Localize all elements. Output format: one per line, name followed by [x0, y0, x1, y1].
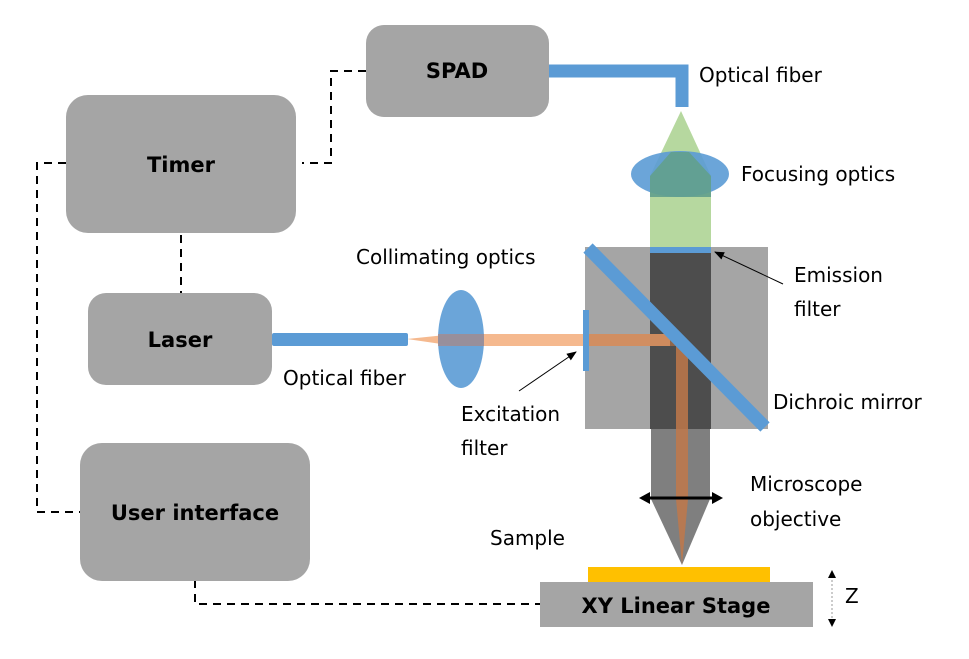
emission-filter-pointer [714, 251, 784, 285]
emission-filter-label-2: filter [794, 297, 841, 321]
spad-optical-fiber [549, 64, 689, 107]
laser-optical-fiber [272, 333, 408, 346]
objective-label-1: Microscope [750, 472, 862, 496]
z-arrow-down [828, 619, 836, 627]
sample-label: Sample [490, 526, 565, 550]
objective-label-2: objective [750, 507, 841, 531]
stage-label: XY Linear Stage [582, 594, 771, 618]
excitation-filter-label-2: filter [461, 436, 508, 460]
spad-block [366, 25, 549, 117]
user-interface-label: User interface [111, 501, 279, 525]
spad-label: SPAD [426, 59, 488, 83]
timer-ui-connection [36, 162, 80, 513]
optical-fiber-top-label: Optical fiber [699, 63, 823, 87]
excitation-filter-label-1: Excitation [461, 402, 560, 426]
lens-beam-overlap [650, 152, 711, 197]
excitation-filter [583, 310, 589, 371]
emission-filter [650, 247, 711, 253]
laser-block [88, 293, 272, 385]
objective-arrow-left [639, 492, 650, 504]
focusing-optics-label: Focusing optics [741, 162, 895, 186]
excitation-beam-down [676, 340, 688, 500]
sample [588, 567, 770, 582]
emission-filter-label-1: Emission [794, 263, 883, 287]
timer-block [66, 95, 296, 233]
laser-label: Laser [148, 328, 213, 352]
dichroic-mirror-label: Dichroic mirror [773, 390, 922, 414]
ui-stage-connection [194, 580, 540, 605]
xy-linear-stage [540, 582, 813, 627]
spad-timer-connection [302, 70, 366, 164]
excitation-beam-focus [676, 499, 688, 565]
timer-label: Timer [147, 153, 216, 177]
collimating-optics-label: Collimating optics [356, 245, 535, 269]
objective-arrow-right [712, 492, 723, 504]
user-interface-block [80, 443, 310, 581]
z-axis-label: Z [845, 584, 859, 608]
z-arrow-up [828, 570, 836, 578]
excitation-filter-pointer [518, 351, 577, 392]
lens-excitation-overlap [438, 334, 484, 346]
dichroic-mirror [583, 243, 770, 432]
optical-fiber-left-label: Optical fiber [283, 366, 407, 390]
control-connections [36, 70, 540, 605]
excitation-beam-cube-section [585, 334, 676, 346]
